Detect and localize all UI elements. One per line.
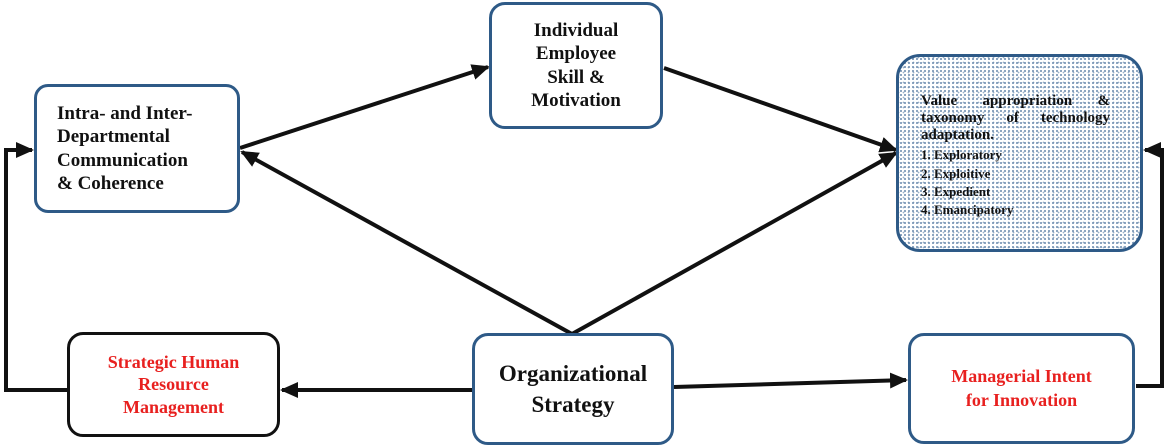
managerial-intent-label: Managerial Intent for Innovation [951, 366, 1092, 410]
shrm-box: Strategic Human Resource Management [67, 332, 280, 437]
list-item: 1. Exploratory [921, 147, 1002, 163]
list-item: 4. Emancipatory [921, 201, 1014, 217]
list-item: 3. Expedient [921, 183, 991, 199]
arrow-shrm-to-communication [4, 142, 67, 392]
arrow-strategy-to-intent [673, 372, 908, 389]
managerial-intent-box: Managerial Intent for Innovation [908, 333, 1135, 444]
shrm-label: Strategic Human Resource Management [107, 351, 240, 417]
employee-skill-label: Individual Employee Skill & Motivation [531, 20, 621, 111]
organizational-strategy-box: Organizational Strategy [472, 333, 674, 445]
organizational-strategy-label: Organizational Strategy [498, 360, 648, 417]
communication-coherence-label: Intra- and Inter- Departmental Communica… [57, 103, 193, 194]
adaptation-list: 1. Exploratory 2. Exploitive 3. Expedien… [921, 146, 1110, 219]
value-appropriation-content: Value appropriation & taxonomy of techno… [921, 93, 1110, 219]
arrow-skill-to-value [663, 66, 898, 153]
arrow-strategy-to-communication [240, 150, 573, 336]
communication-coherence-box: Intra- and Inter- Departmental Communica… [34, 84, 240, 213]
list-item: 2. Exploitive [921, 165, 991, 181]
value-appropriation-box: Value appropriation & taxonomy of techno… [896, 54, 1143, 252]
arrow-communication-to-skill [239, 64, 490, 150]
employee-skill-box: Individual Employee Skill & Motivation [489, 2, 663, 129]
value-appropriation-title: Value appropriation & taxonomy of techno… [921, 93, 1110, 143]
arrow-intent-to-value [1136, 142, 1164, 388]
arrow-strategy-to-value [571, 151, 898, 336]
